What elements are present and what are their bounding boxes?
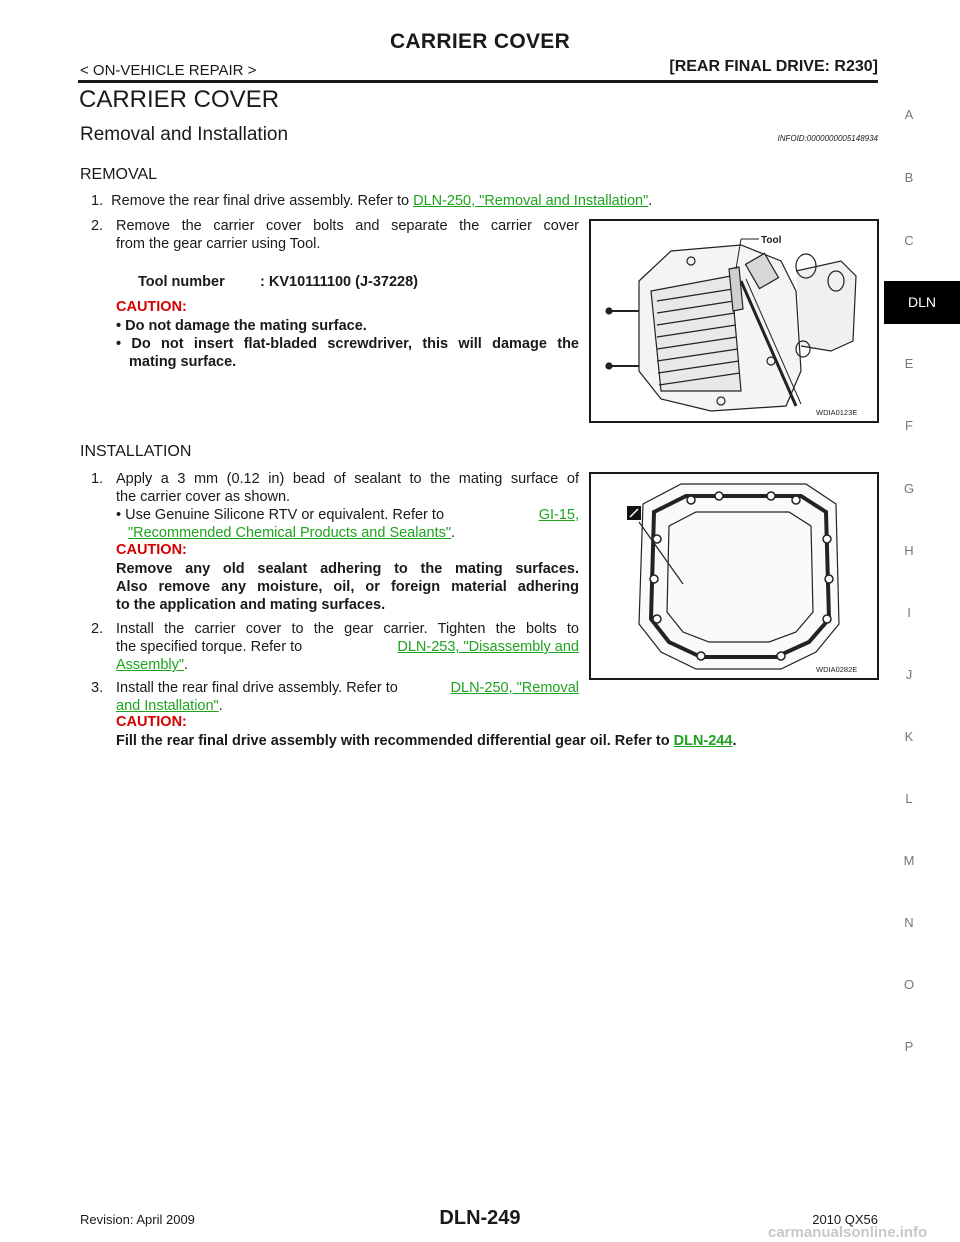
install-step-2-number: 2. (91, 621, 104, 637)
tool-number-value: : KV10111100 (J-37228) (260, 274, 419, 290)
sidebar-letter-f[interactable]: F (905, 418, 913, 433)
link-dln-253[interactable]: DLN-253, "Disassembly and (397, 639, 579, 655)
install-step-1-bullet: • Use Genuine Silicone RTV or equivalent… (116, 506, 579, 524)
install-step-1-line1: Apply a 3 mm (0.12 in) bead of sealant t… (116, 471, 579, 487)
step-text: Remove the rear final drive assembly. Re… (111, 193, 414, 209)
step-punct: . (184, 657, 189, 673)
install-step-1-number: 1. (91, 471, 104, 487)
bullet-text: • Use Genuine Silicone RTV or equivalent… (116, 507, 445, 523)
figure-carrier-cover-removal: Tool WDIA0123E (589, 219, 879, 423)
install-step-2-line3: Assembly". (116, 656, 188, 674)
install-step-3-line2: and Installation". (116, 697, 223, 715)
sidebar-letter-n[interactable]: N (904, 915, 914, 930)
sidebar-letter-o[interactable]: O (903, 977, 915, 992)
sidebar-letter-a[interactable]: A (904, 107, 914, 122)
caution-text: Fill the rear final drive assembly with … (116, 733, 674, 749)
sidebar-tab-dln[interactable]: DLN (884, 281, 960, 324)
removal-caution-label: CAUTION: (116, 299, 187, 315)
removal-caution-2: • Do not insert flat-bladed screwdriver,… (116, 336, 579, 352)
install-step-1-line2: the carrier cover as shown. (116, 489, 291, 505)
header-breadcrumb: < ON-VEHICLE REPAIR > (80, 62, 257, 79)
removal-step-2-number: 2. (91, 218, 104, 234)
sidebar-letter-h[interactable]: H (904, 543, 914, 558)
footer-model: 2010 QX56 (812, 1212, 878, 1227)
sealant-illustration: WDIA0282E (627, 483, 857, 674)
step-punct: . (218, 698, 223, 714)
footer-page-number: DLN-249 (439, 1207, 521, 1229)
header-rule (78, 80, 878, 83)
install-step-2-line1: Install the carrier cover to the gear ca… (116, 621, 579, 637)
link-dln-250-cont[interactable]: and Installation" (116, 698, 219, 714)
sidebar-letter-p[interactable]: P (904, 1039, 914, 1054)
install-caution-3-label: CAUTION: (116, 714, 187, 730)
step-text: the specified torque. Refer to (116, 639, 303, 655)
removal-step-2-line2: from the gear carrier using Tool. (116, 236, 321, 252)
removal-step-2-line1: Remove the carrier cover bolts and separ… (116, 218, 579, 234)
install-step-1-bullet-cont: "Recommended Chemical Products and Seala… (128, 524, 455, 542)
install-caution-1-line3: to the application and mating surfaces. (116, 597, 386, 613)
header-section: [REAR FINAL DRIVE: R230] (669, 58, 878, 75)
bullet-punct: . (451, 525, 456, 541)
step-punct: . (648, 193, 653, 209)
install-caution-1-label: CAUTION: (116, 542, 187, 558)
step-text: Install the rear final drive assembly. R… (116, 680, 398, 696)
removal-step-1: 1. Remove the rear final drive assembly.… (91, 192, 891, 210)
figure-code-2: WDIA0282E (816, 665, 857, 674)
install-caution-1-line1: Remove any old sealant adhering to the m… (116, 561, 579, 577)
link-dln-250[interactable]: DLN-250, "Removal (450, 680, 579, 696)
sidebar-letter-e[interactable]: E (904, 356, 914, 371)
removal-heading: REMOVAL (80, 166, 158, 183)
install-step-3-line1: Install the rear final drive assembly. R… (116, 679, 579, 697)
figure-sealant-application: WDIA0282E (589, 472, 879, 680)
link-dln-253-cont[interactable]: Assembly" (116, 657, 184, 673)
tool-number-label: Tool number (138, 274, 225, 290)
removal-caution-3: mating surface. (129, 354, 237, 370)
caution-punct: . (732, 733, 737, 749)
figure-code-1: WDIA0123E (816, 408, 857, 417)
installation-heading: INSTALLATION (80, 443, 192, 460)
sidebar-letter-i[interactable]: I (907, 605, 911, 620)
sidebar-letter-c[interactable]: C (904, 233, 914, 248)
sidebar-letter-j[interactable]: J (905, 667, 913, 682)
install-caution-3-text: Fill the rear final drive assembly with … (116, 732, 876, 750)
sidebar-letter-k[interactable]: K (904, 729, 914, 744)
removal-caution-1: • Do not damage the mating surface. (116, 318, 367, 334)
install-caution-1-line2: Also remove any moisture, oil, or foreig… (116, 579, 579, 595)
figure-tool-label: Tool (761, 235, 782, 246)
page-header-title: CARRIER COVER (389, 30, 571, 53)
step-number: 1. (91, 193, 104, 209)
footer-revision: Revision: April 2009 (80, 1212, 195, 1227)
install-step-3-number: 3. (91, 680, 104, 696)
link-dln-244[interactable]: DLN-244 (673, 733, 733, 749)
link-dln-250[interactable]: DLN-250, "Removal and Installation" (413, 193, 649, 209)
sidebar-letter-m[interactable]: M (903, 853, 915, 868)
carrier-illustration: Tool WDIA0123E (605, 235, 857, 417)
link-gi-15[interactable]: GI-15, (538, 507, 579, 523)
watermark: carmanualsonline.info (768, 1224, 928, 1241)
link-recommended-chemicals[interactable]: "Recommended Chemical Products and Seala… (128, 525, 452, 541)
sidebar-letter-l[interactable]: L (905, 791, 913, 806)
info-id: INFOID:0000000005148934 (777, 134, 878, 143)
subsection-title: Removal and Installation (80, 124, 289, 145)
install-step-2-line2: the specified torque. Refer to DLN-253, … (116, 638, 579, 656)
sidebar-letter-b[interactable]: B (904, 170, 914, 185)
sidebar-letter-g[interactable]: G (903, 481, 915, 496)
section-title: CARRIER COVER (79, 86, 280, 113)
